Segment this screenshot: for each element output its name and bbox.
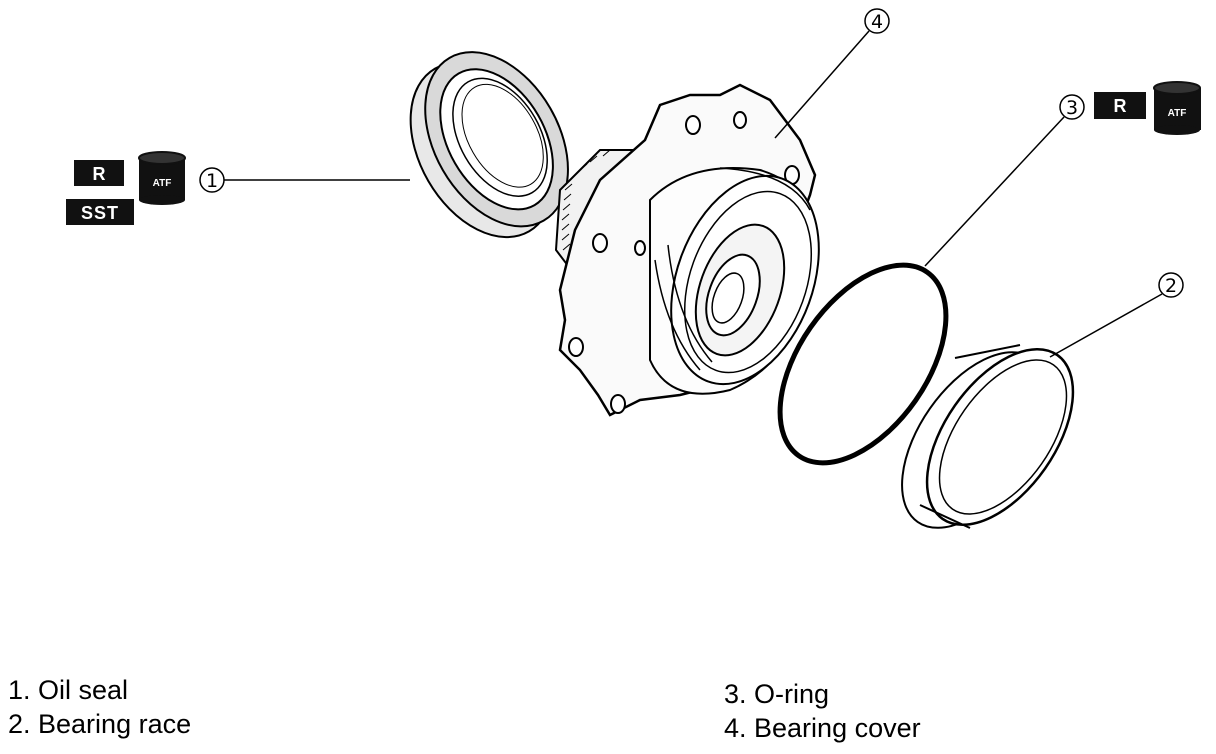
legend-item-bearing-race: 2. Bearing race: [8, 709, 192, 739]
oil-seal-tags: R SST ATF: [66, 151, 186, 225]
callout-4: 4: [774, 8, 890, 139]
callout-4-number: 4: [871, 11, 883, 33]
bearing-cover: [554, 83, 820, 417]
callout-3-number: 3: [1066, 97, 1078, 119]
legend-left: 1. Oil seal 2. Bearing race: [8, 673, 191, 741]
legend-right: 3. O-ring 4. Bearing cover: [724, 677, 921, 745]
atf-can-text: ATF: [153, 178, 172, 189]
legend-item-oil-seal: 1. Oil seal: [8, 675, 129, 705]
replace-tag-2: [1094, 92, 1146, 119]
callout-2: 2: [1049, 272, 1184, 358]
oil-seal: [409, 51, 569, 239]
atf-can-icon: ATF: [138, 151, 186, 205]
sst-tag: [66, 199, 134, 225]
callout-1: 1: [199, 167, 410, 193]
o-ring: [777, 262, 949, 466]
sst-tag-text: SST: [81, 203, 119, 223]
callout-3: 3: [924, 94, 1085, 267]
legend-item-bearing-cover: 4. Bearing cover: [724, 713, 921, 743]
callout-2-number: 2: [1165, 275, 1177, 297]
atf-can-2-text: ATF: [1168, 108, 1187, 119]
legend-item-o-ring: 3. O-ring: [724, 679, 830, 709]
exploded-parts-diagram: R SST ATF 1: [66, 8, 1201, 530]
replace-tag-2-text: R: [1114, 96, 1127, 116]
o-ring-tags: R ATF: [1094, 81, 1201, 135]
replace-tag: [74, 160, 124, 186]
atf-can-icon-2: ATF: [1153, 81, 1201, 135]
callout-1-number: 1: [206, 170, 218, 192]
bearing-race: [901, 344, 1075, 530]
replace-tag-text: R: [93, 164, 106, 184]
